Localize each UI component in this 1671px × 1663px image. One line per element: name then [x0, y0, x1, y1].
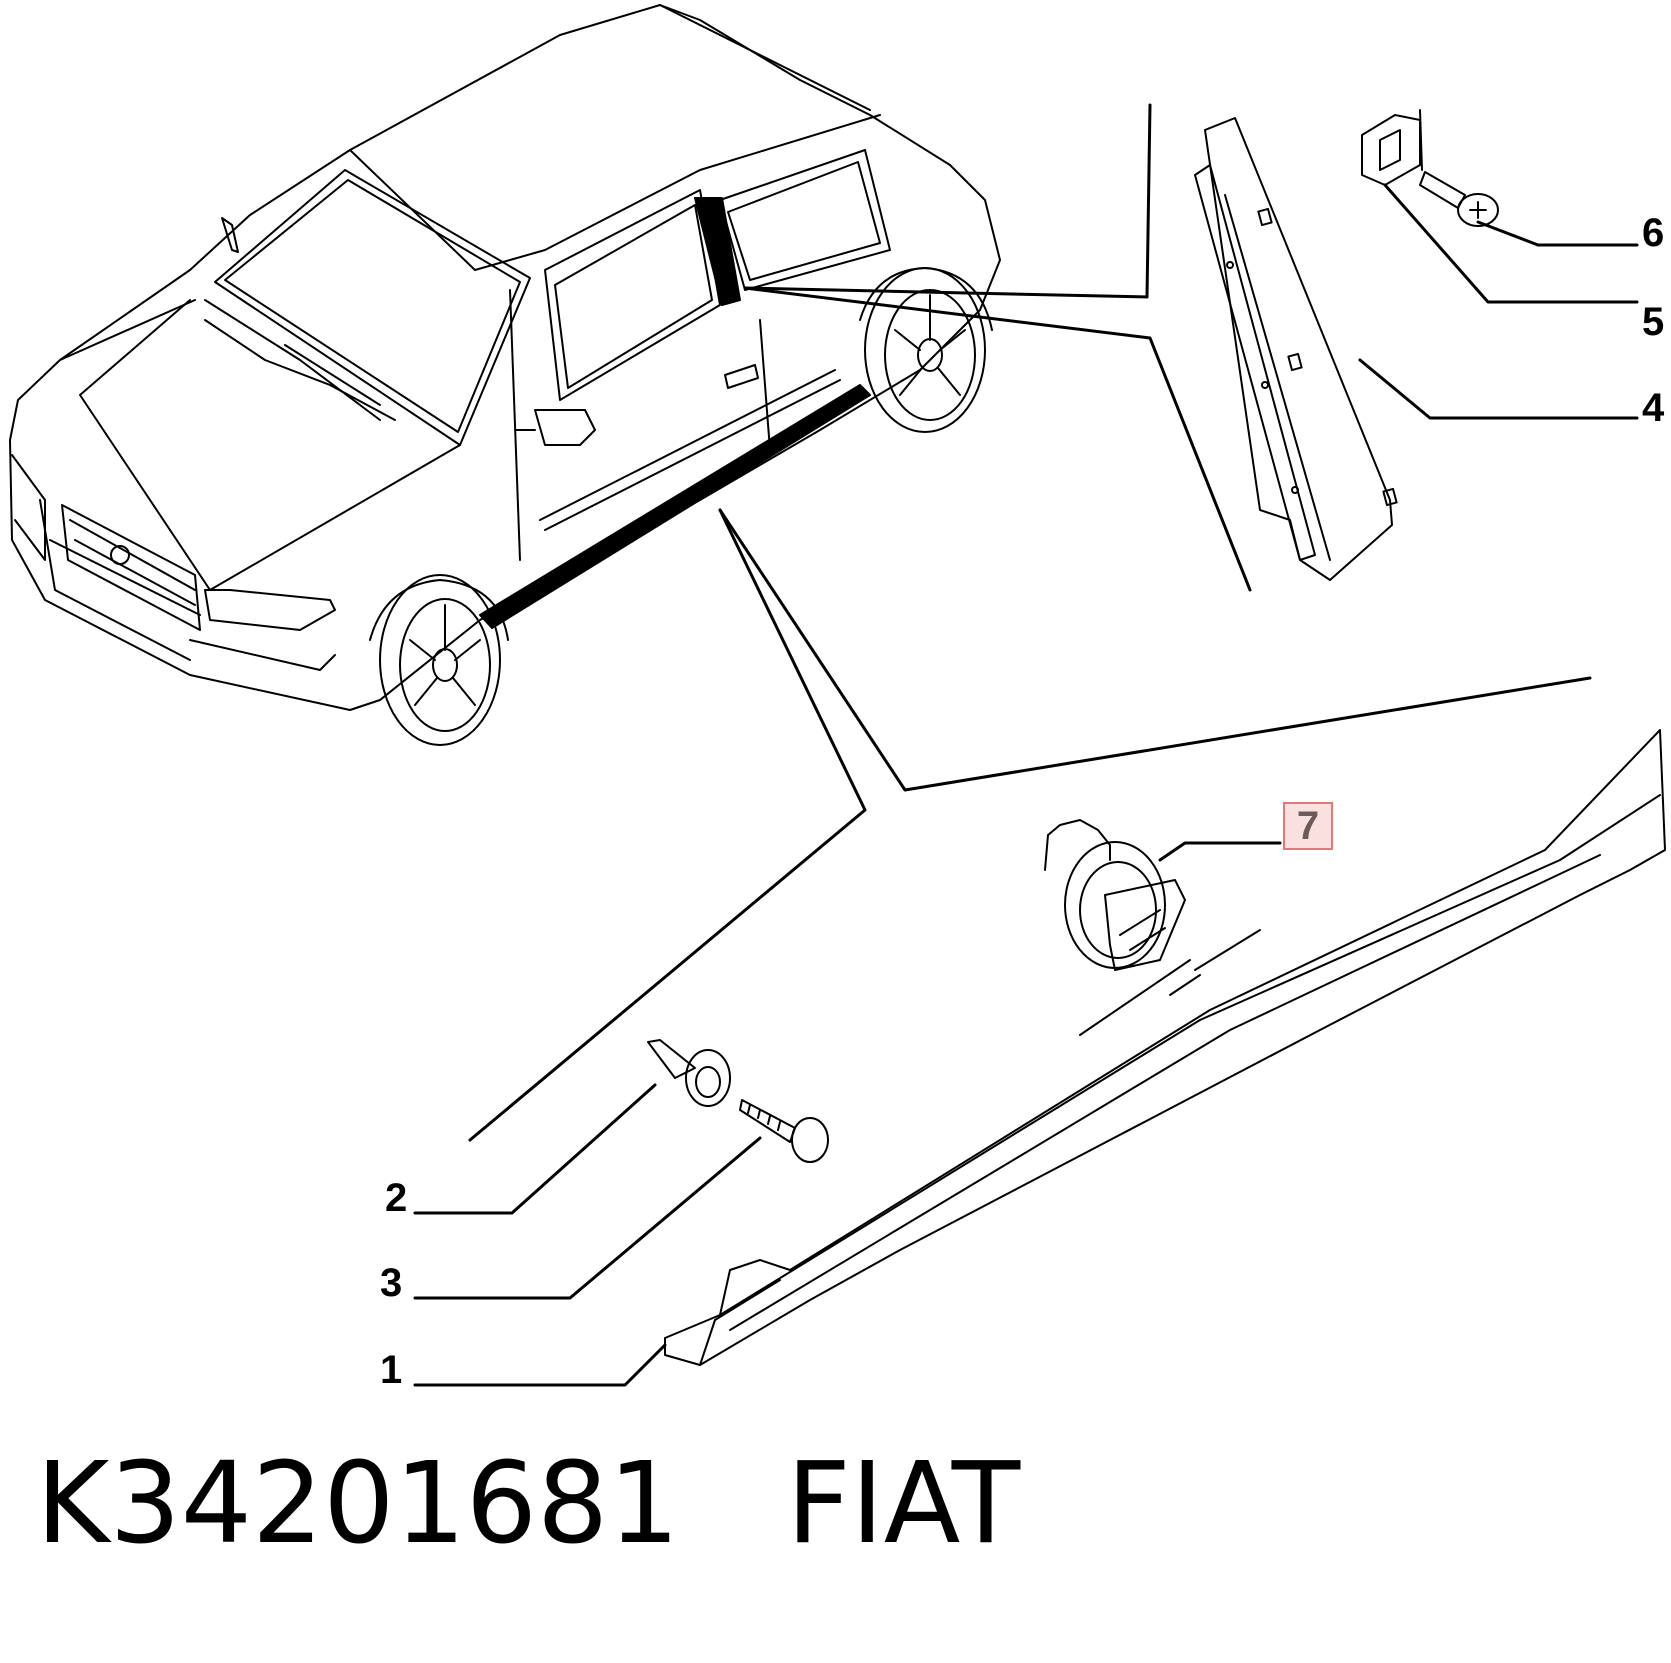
callout-leaders — [413, 183, 1639, 1387]
car-illustration — [9, 4, 1001, 746]
leader-lines — [468, 103, 1592, 1142]
pillar-trim — [1194, 117, 1398, 581]
front-wheel — [369, 574, 509, 746]
callout-2: 2 — [385, 1176, 408, 1220]
callout-4: 4 — [1642, 386, 1665, 430]
callout-3: 3 — [380, 1261, 403, 1305]
callout-7-highlight: 7 — [1283, 802, 1333, 850]
callout-6: 6 — [1642, 211, 1665, 255]
push-pin-2 — [647, 1039, 731, 1107]
callout-5: 5 — [1642, 300, 1665, 344]
bracket — [1361, 109, 1423, 186]
screw-6 — [1419, 171, 1499, 227]
caption: K34201681 FIAT — [36, 1448, 1020, 1560]
rear-wheel — [859, 267, 993, 433]
part-number: K34201681 — [36, 1439, 680, 1569]
callout-1: 1 — [380, 1348, 403, 1392]
clip-7 — [1044, 819, 1186, 971]
brand-name: FIAT — [786, 1439, 1021, 1569]
screw-3 — [739, 1099, 829, 1163]
callout-7: 7 — [1296, 804, 1320, 848]
side-skirt — [664, 729, 1666, 1366]
